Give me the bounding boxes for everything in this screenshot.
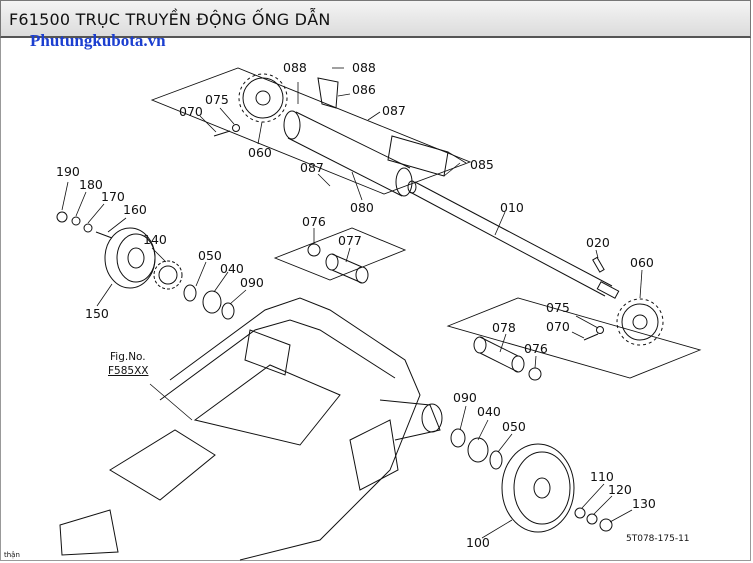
left-plane-outline xyxy=(273,227,407,281)
callout-120: 120 xyxy=(608,482,632,497)
housing-frame xyxy=(59,297,443,561)
callout-020: 020 xyxy=(586,235,610,250)
callout-080: 080 xyxy=(350,200,374,215)
seal-090-right xyxy=(450,428,466,448)
callout-077: 077 xyxy=(338,233,362,248)
washer-076-left xyxy=(307,243,321,257)
callout-140: 140 xyxy=(143,232,167,247)
sprocket-060-top xyxy=(238,73,288,123)
callout-076-left: 076 xyxy=(302,214,326,229)
callout-180: 180 xyxy=(79,177,103,192)
callout-070-right: 070 xyxy=(546,319,570,334)
callout-087-top: 087 xyxy=(382,103,406,118)
callout-190: 190 xyxy=(56,164,80,179)
callout-150: 150 xyxy=(85,306,109,321)
leader-lines xyxy=(61,67,643,539)
washer-075-top xyxy=(232,124,240,132)
corner-text: thận xyxy=(4,551,20,559)
washer-170 xyxy=(83,223,93,233)
figure-ref-line1: Fig.No. xyxy=(110,351,146,363)
ring-050-left xyxy=(183,284,197,302)
callout-050-right: 050 xyxy=(502,419,526,434)
washer-180 xyxy=(71,216,81,226)
figure-ref-line2: F585XX xyxy=(108,365,149,377)
nut-130 xyxy=(599,518,613,532)
callout-010: 010 xyxy=(500,200,524,215)
callout-075-top: 075 xyxy=(205,92,229,107)
right-plane-outline xyxy=(446,297,702,379)
callout-170: 170 xyxy=(101,189,125,204)
seal-090-left xyxy=(221,302,235,320)
washer-110 xyxy=(574,507,586,519)
nut-190 xyxy=(56,211,68,223)
bolt-160 xyxy=(95,231,113,239)
callout-040-right: 040 xyxy=(477,404,501,419)
washer-076-right xyxy=(528,367,542,381)
callout-076-right: 076 xyxy=(524,341,548,356)
page-title: F61500 TRỤC TRUYỀN ĐỘNG ỐNG DẪN xyxy=(9,10,331,29)
bearing-040-right xyxy=(467,437,489,463)
callout-110: 110 xyxy=(590,469,614,484)
plate-085 xyxy=(387,135,449,177)
bolt-070-top xyxy=(213,130,231,137)
watermark-brand: Phutungkubota.vn xyxy=(30,31,166,50)
callout-050-left: 050 xyxy=(198,248,222,263)
tube-080 xyxy=(283,110,413,197)
callout-130: 130 xyxy=(632,496,656,511)
drawing-code: 5T078-175-11 xyxy=(626,534,690,544)
diagram-frame xyxy=(0,38,751,561)
spacer-078 xyxy=(473,336,525,373)
callout-090-left: 090 xyxy=(240,275,264,290)
callout-086: 086 xyxy=(352,82,376,97)
callout-087-mid: 087 xyxy=(300,160,324,175)
callout-085: 085 xyxy=(470,157,494,172)
pulley-150 xyxy=(104,227,156,289)
sprocket-060-right xyxy=(616,298,664,346)
drive-shaft xyxy=(407,180,620,299)
sprocket-140 xyxy=(153,260,183,290)
bolt-070-right xyxy=(583,333,599,341)
callout-070-top: 070 xyxy=(179,104,203,119)
callout-040-left: 040 xyxy=(220,261,244,276)
washer-120 xyxy=(586,513,598,525)
exploded-parts-diagram xyxy=(56,67,702,561)
callout-088-a: 088 xyxy=(283,60,307,75)
bearing-040-left xyxy=(202,290,222,314)
pin-020 xyxy=(592,256,605,273)
bracket-086 xyxy=(317,77,339,109)
callout-160: 160 xyxy=(123,202,147,217)
callout-078: 078 xyxy=(492,320,516,335)
pulley-100 xyxy=(501,443,575,533)
callout-100: 100 xyxy=(466,535,490,550)
title-bar: F61500 TRỤC TRUYỀN ĐỘNG ỐNG DẪN xyxy=(0,0,751,38)
callout-060-top: 060 xyxy=(248,145,272,160)
washer-075-right xyxy=(596,326,604,334)
callout-090-right: 090 xyxy=(453,390,477,405)
ring-050-right xyxy=(489,450,503,470)
callout-060-right: 060 xyxy=(630,255,654,270)
callout-075-right: 075 xyxy=(546,300,570,315)
upper-plane-outline xyxy=(150,67,472,195)
spacer-077 xyxy=(325,253,369,284)
callout-088-b: 088 xyxy=(352,60,376,75)
